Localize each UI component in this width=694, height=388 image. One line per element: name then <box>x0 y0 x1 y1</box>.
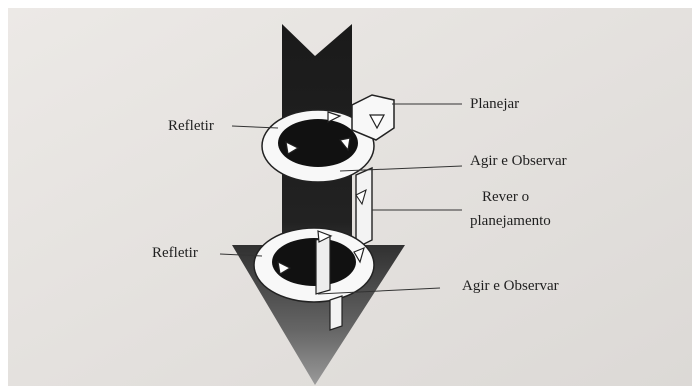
label-replan-line2: planejamento <box>470 212 551 230</box>
label-act-observe-bottom: Agir e Observar <box>462 277 559 295</box>
label-reflect-bottom: Refletir <box>152 244 198 262</box>
label-reflect-top: Refletir <box>168 117 214 135</box>
label-act-observe-top: Agir e Observar <box>470 152 567 170</box>
label-plan: Planejar <box>470 95 519 113</box>
label-replan-line1: Rever o <box>482 188 529 206</box>
spiral-connector <box>356 168 372 248</box>
